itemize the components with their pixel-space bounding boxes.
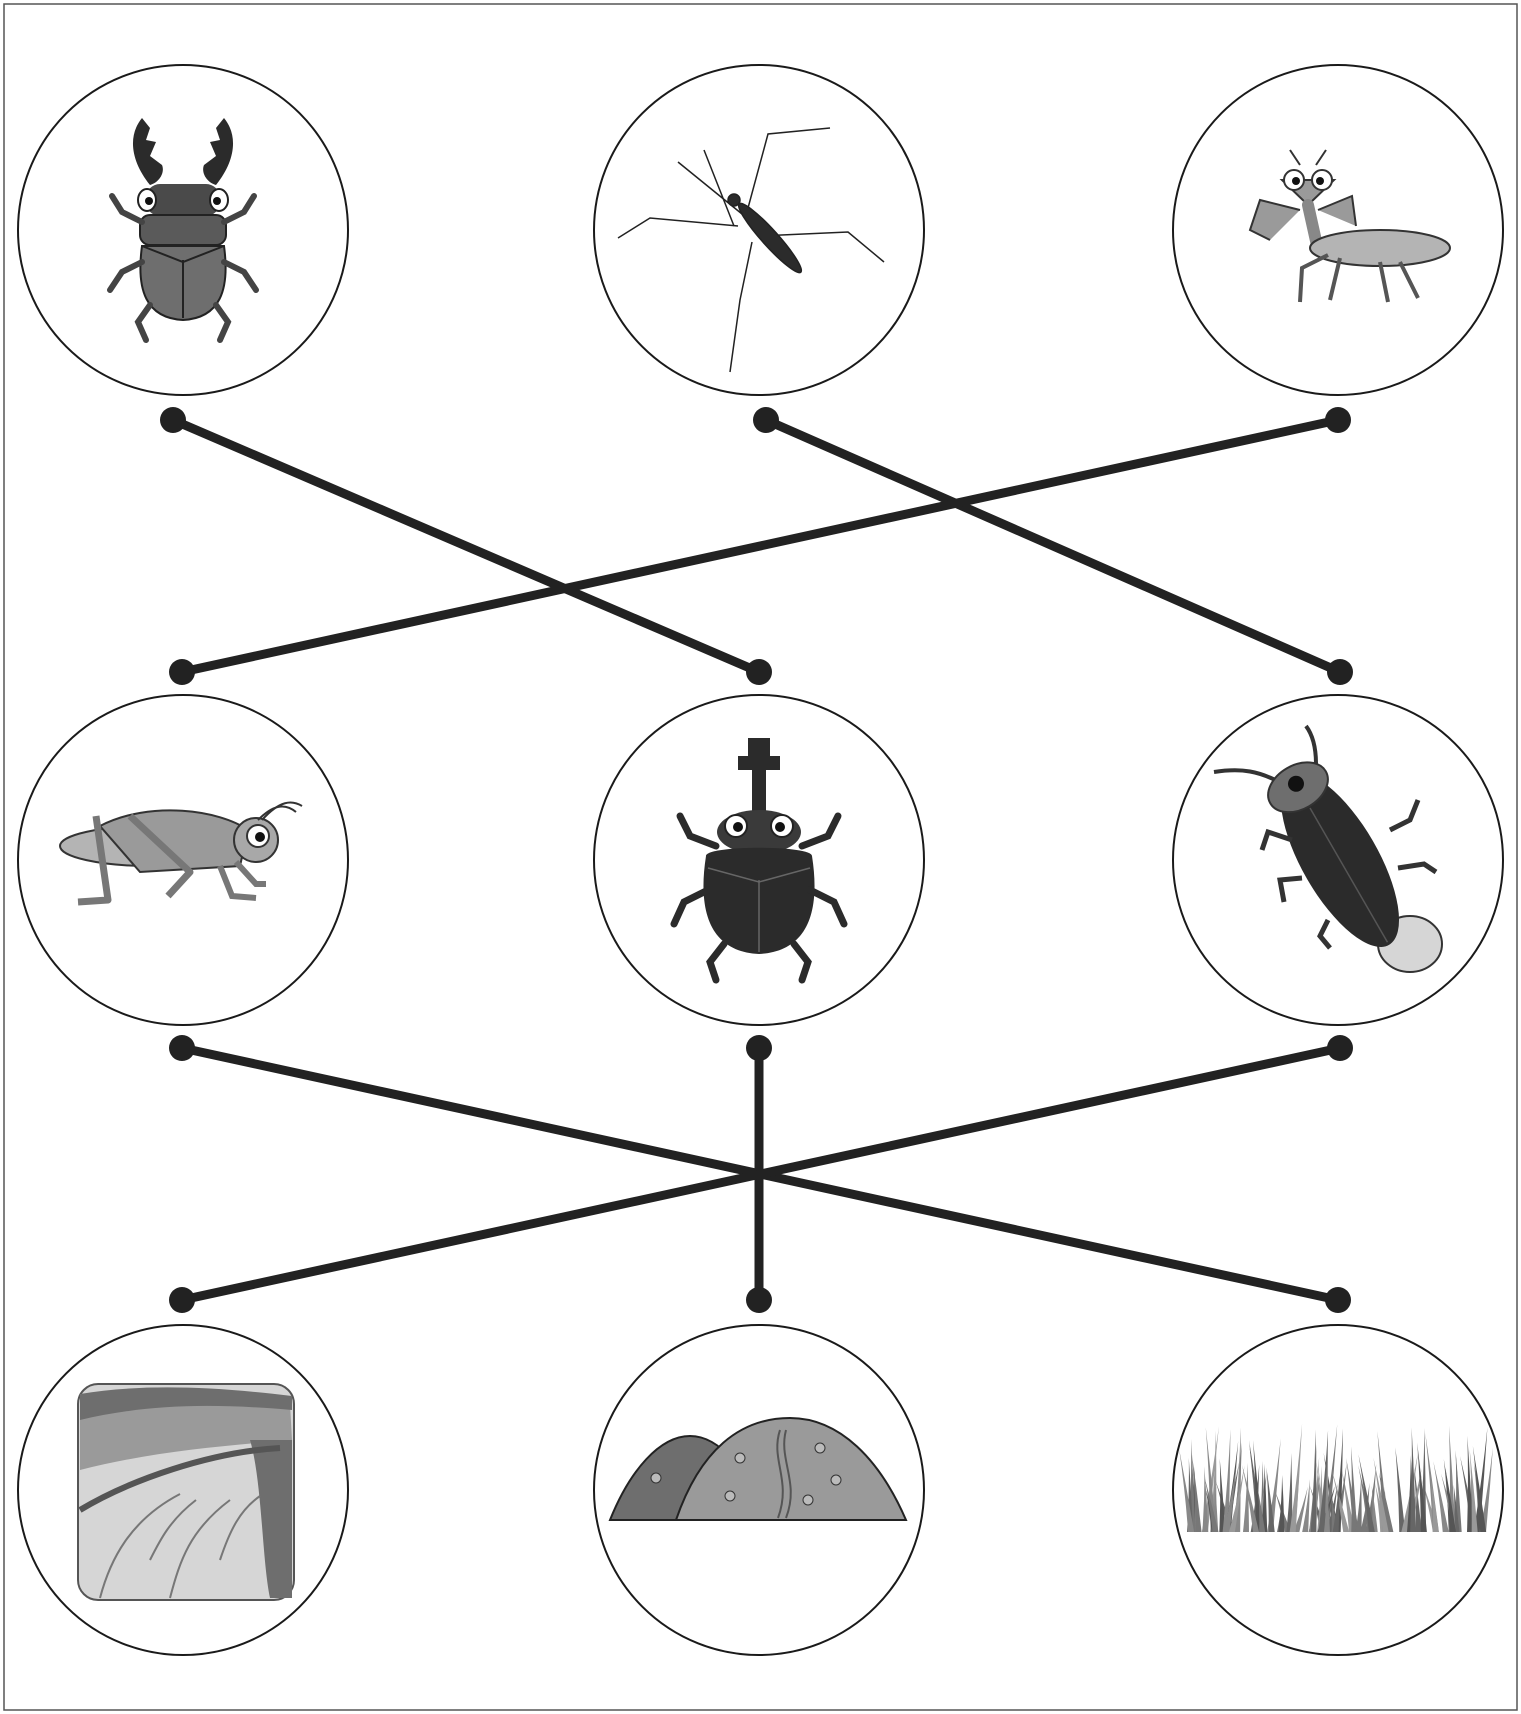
node-river[interactable] [18,1325,348,1655]
river-landscape-icon [78,1384,294,1600]
connection-dot-stag-beetle[interactable] [160,407,186,433]
node-mountain[interactable] [594,1325,924,1655]
node-grasshopper[interactable] [18,695,348,1025]
connection-dot-crane-fly[interactable] [753,407,779,433]
node-praying-mantis[interactable] [1173,65,1503,395]
node-grass[interactable] [1173,1325,1503,1655]
connection-dot-rhinoceros-beetle[interactable] [746,1035,772,1061]
connection-dot-grasshopper[interactable] [169,659,195,685]
connection-dot-rhinoceros-beetle[interactable] [746,659,772,685]
connection-dot-firefly[interactable] [1327,659,1353,685]
connection-dot-mountain[interactable] [746,1287,772,1313]
connection-dot-river[interactable] [169,1287,195,1313]
node-stag-beetle[interactable] [18,65,348,395]
connection-dot-grasshopper[interactable] [169,1035,195,1061]
node-rhinoceros-beetle[interactable] [594,695,924,1025]
connection-dot-grass[interactable] [1325,1287,1351,1313]
node-firefly[interactable] [1173,695,1503,1025]
node-crane-fly[interactable] [594,65,924,395]
connection-dot-firefly[interactable] [1327,1035,1353,1061]
connection-dot-praying-mantis[interactable] [1325,407,1351,433]
